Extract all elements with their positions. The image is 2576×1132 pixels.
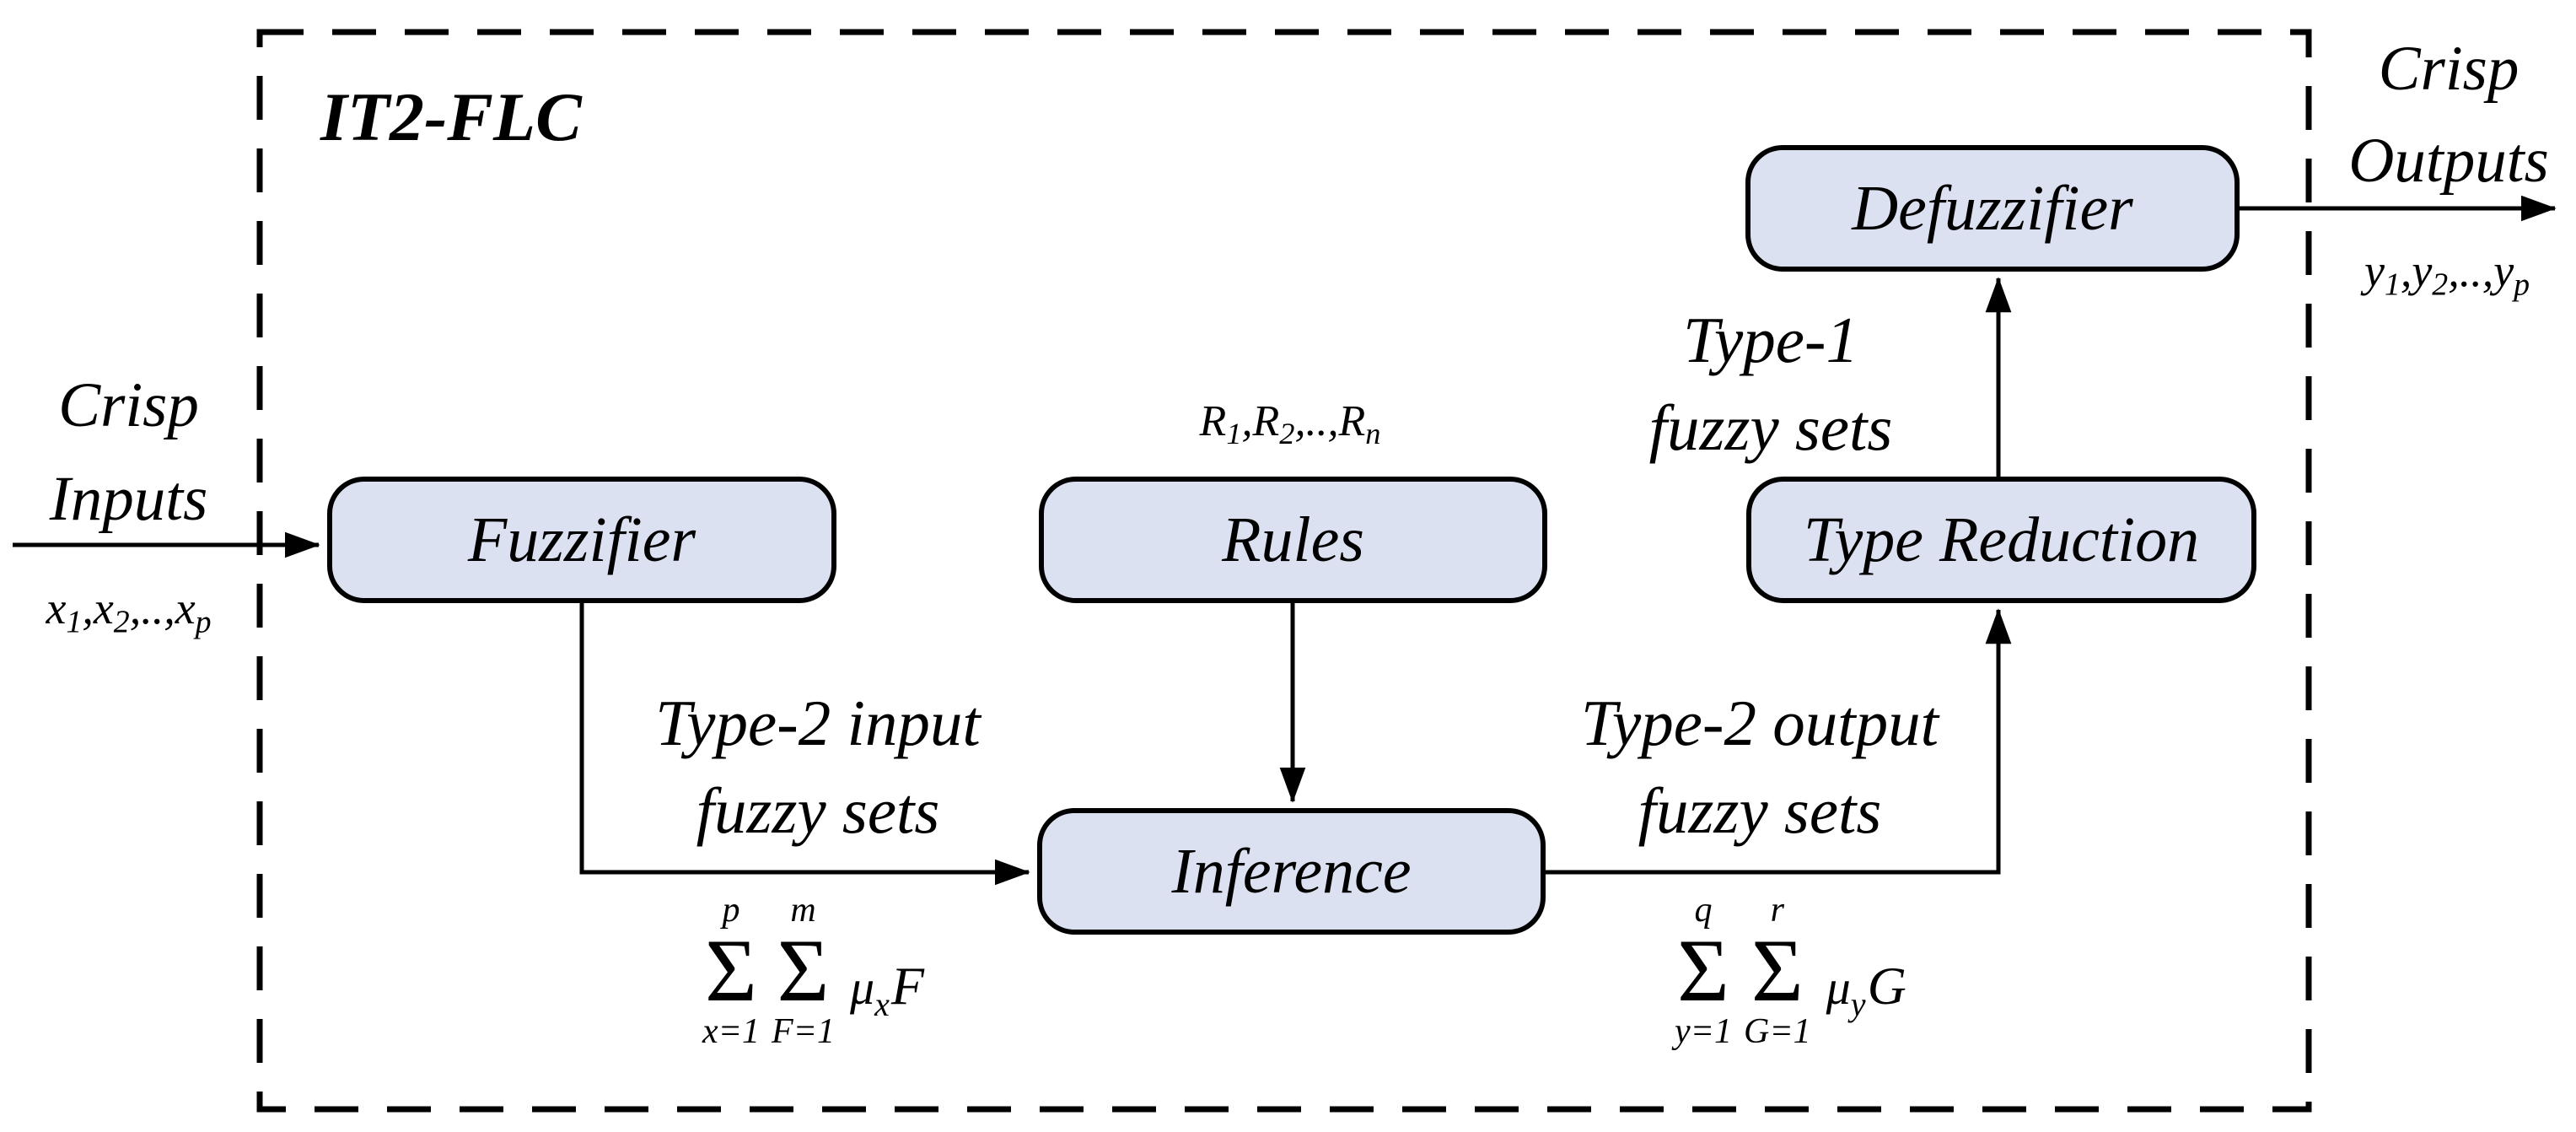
crisp-outputs-label: Crisp Outputs	[2317, 24, 2576, 208]
rules-var-sub: 1	[1226, 417, 1242, 451]
sigma-symbol: Σ	[777, 921, 830, 1021]
output-var-part: ,..,y	[2448, 245, 2514, 296]
operand-symbol: G	[1867, 956, 1906, 1016]
sum-upper-limit: r	[1770, 891, 1784, 930]
block-rules-label: Rules	[1222, 504, 1364, 575]
crisp-inputs-line1: Crisp	[58, 370, 199, 440]
input-formula-sum2: m Σ F=1	[772, 891, 835, 1051]
page-title: IT2-FLC	[320, 78, 582, 155]
block-rules: Rules	[1039, 477, 1547, 603]
mu-subscript: y	[1850, 985, 1866, 1023]
sigma-symbol: Σ	[1677, 921, 1729, 1021]
type1-fuzzy-sets-label: Type-1 fuzzy sets	[1543, 297, 1998, 472]
sum-upper-limit: q	[1694, 891, 1713, 930]
input-var-part: ,x	[82, 583, 114, 633]
output-formula-sum1: q Σ y=1	[1675, 891, 1732, 1051]
type2-input-line2: fuzzy sets	[696, 774, 940, 847]
output-formula-term: μyG	[1826, 955, 1906, 1024]
input-var-part: ,..,x	[129, 583, 196, 633]
block-inference-label: Inference	[1171, 836, 1412, 907]
output-formula-sum2: r Σ G=1	[1744, 891, 1811, 1051]
output-membership-formula: q Σ y=1 r Σ G=1 μyG	[1675, 891, 1906, 1051]
mu-symbol: μ	[849, 960, 875, 1015]
type2-input-line1: Type-2 input	[655, 687, 981, 759]
input-formula-sum1: p Σ x=1	[702, 891, 760, 1051]
type2-output-line1: Type-2 output	[1580, 687, 1939, 759]
block-fuzzifier: Fuzzifier	[327, 477, 836, 603]
sigma-symbol: Σ	[1750, 921, 1804, 1021]
output-var-sub: 1	[2384, 267, 2401, 303]
rules-variables: R1,R2,..,Rn	[1062, 397, 1518, 450]
block-type-reduction-label: Type Reduction	[1803, 504, 2200, 575]
block-inference: Inference	[1037, 808, 1546, 935]
mu-subscript: x	[874, 985, 890, 1023]
sum-lower-limit: x=1	[702, 1011, 760, 1051]
block-defuzzifier: Defuzzifier	[1745, 145, 2240, 272]
input-variables: x1,x2,..,xp	[8, 583, 249, 638]
rules-var-part: ,..,R	[1294, 397, 1366, 445]
input-var-sub: 2	[113, 604, 130, 640]
sum-lower-limit: y=1	[1675, 1011, 1732, 1051]
output-var-sub: p	[2514, 267, 2530, 303]
input-var-sub: p	[195, 604, 212, 640]
sum-lower-limit: F=1	[771, 1011, 835, 1051]
inference-to-type-reduction-connector	[1546, 608, 2012, 875]
operand-symbol: F	[890, 956, 924, 1016]
fuzzifier-to-inference-connector	[579, 601, 1030, 886]
rules-var-sub: n	[1365, 417, 1381, 451]
type1-line2: fuzzy sets	[1648, 391, 1893, 464]
block-type-reduction: Type Reduction	[1746, 477, 2256, 603]
output-var-part: ,y	[2400, 245, 2433, 296]
output-var-sub: 2	[2432, 267, 2449, 303]
it2-flc-dashed-boundary	[256, 29, 2312, 1113]
rules-var-part: ,R	[1241, 397, 1280, 445]
crisp-outputs-line2: Outputs	[2348, 125, 2549, 196]
input-membership-formula: p Σ x=1 m Σ F=1 μxF	[702, 891, 924, 1051]
block-fuzzifier-label: Fuzzifier	[467, 504, 696, 575]
sum-lower-limit: G=1	[1743, 1011, 1811, 1051]
type2-output-line2: fuzzy sets	[1638, 774, 1882, 847]
crisp-outputs-line1: Crisp	[2378, 34, 2520, 104]
sum-upper-limit: m	[790, 891, 816, 930]
input-var-part: x	[46, 583, 67, 633]
mu-symbol: μ	[1826, 960, 1851, 1015]
sigma-symbol: Σ	[705, 921, 757, 1021]
input-formula-term: μxF	[850, 955, 924, 1024]
type1-line1: Type-1	[1682, 304, 1859, 376]
block-defuzzifier-label: Defuzzifier	[1852, 173, 2133, 244]
rules-var-sub: 2	[1279, 417, 1295, 451]
rules-var-part: R	[1199, 397, 1227, 445]
output-variables: y1,y2,..,yp	[2321, 245, 2573, 300]
type2-output-fuzzy-sets-label: Type-2 output fuzzy sets	[1532, 680, 1987, 855]
crisp-inputs-line2: Inputs	[49, 464, 208, 534]
type2-input-fuzzy-sets-label: Type-2 input fuzzy sets	[590, 680, 1046, 855]
output-var-part: y	[2364, 245, 2385, 296]
sum-upper-limit: p	[722, 891, 740, 930]
crisp-inputs-label: Crisp Inputs	[8, 358, 249, 546]
input-var-sub: 1	[66, 604, 83, 640]
